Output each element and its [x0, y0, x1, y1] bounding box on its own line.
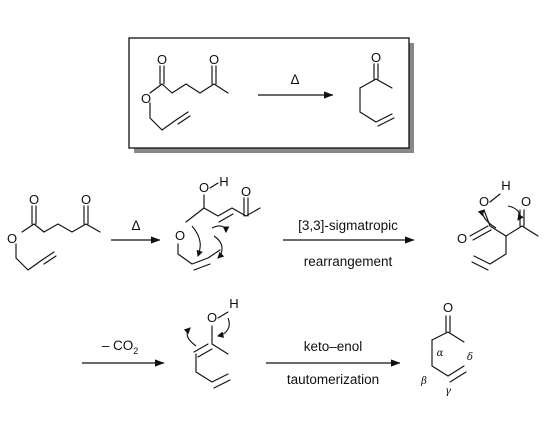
- beta-keto-acid: O H O O: [457, 178, 539, 271]
- ester-oxygen-label: O: [141, 91, 151, 106]
- enol-hydrogen-label: H: [219, 174, 228, 189]
- gamma-label: γ: [445, 386, 451, 397]
- ketone-oxygen-label: O: [209, 52, 219, 67]
- enol-hydrogen-label: H: [229, 296, 238, 311]
- overall-condition-label: Δ: [290, 72, 299, 87]
- carbonyl-oxygen-label: O: [29, 192, 39, 207]
- ketone-oxygen-label: O: [81, 192, 91, 207]
- ester-oxygen-label: O: [7, 231, 17, 246]
- step2-condition-bottom: rearrangement: [304, 254, 393, 269]
- allyl-acetoacetate-box: O O O: [141, 52, 229, 131]
- step2-condition-top: [3,3]-sigmatropic: [298, 218, 398, 233]
- step4-arrow: keto–enol tautomerization: [266, 339, 401, 387]
- decarboxylation-arrow: – CO2: [82, 338, 165, 367]
- alpha-label: α: [437, 348, 444, 359]
- hexenone-product-box: O: [359, 50, 395, 127]
- carboxyl-oxygen-label: O: [457, 231, 467, 246]
- step2-arrow: [3,3]-sigmatropic rearrangement: [283, 218, 415, 269]
- enol-oxygen-label: O: [199, 180, 209, 195]
- overall-arrow: Δ: [258, 72, 334, 99]
- enol-oxygen-label: O: [207, 310, 217, 325]
- product-oxygen-label: O: [371, 50, 381, 65]
- overall-reaction-box: [128, 37, 414, 153]
- enol-product: O H: [183, 296, 239, 389]
- carbonyl-oxygen-label: O: [157, 52, 167, 67]
- step4-condition-top: keto–enol: [304, 339, 363, 354]
- ketone-oxygen-label: O: [521, 194, 531, 209]
- delta-label: δ: [467, 352, 473, 363]
- beta-label: β: [420, 376, 427, 387]
- step3-condition-subscript: 2: [133, 346, 138, 356]
- acid-oxygen-label: O: [479, 194, 489, 209]
- hexenone-product: O α β γ δ: [420, 300, 473, 397]
- acid-hydrogen-label: H: [501, 178, 510, 193]
- enol-intermediate: O H O O: [175, 174, 261, 271]
- ketone-oxygen-label: O: [241, 184, 251, 199]
- step4-condition-bottom: tautomerization: [287, 372, 379, 387]
- step1-condition-label: Δ: [131, 218, 140, 233]
- product-oxygen-label: O: [443, 300, 453, 315]
- step3-condition-label: – CO2: [102, 338, 139, 356]
- step1-arrow: Δ: [111, 218, 161, 244]
- step3-condition-prefix: – CO: [102, 338, 134, 353]
- allyl-acetoacetate: O O O: [7, 192, 101, 271]
- ether-oxygen-label: O: [175, 228, 185, 243]
